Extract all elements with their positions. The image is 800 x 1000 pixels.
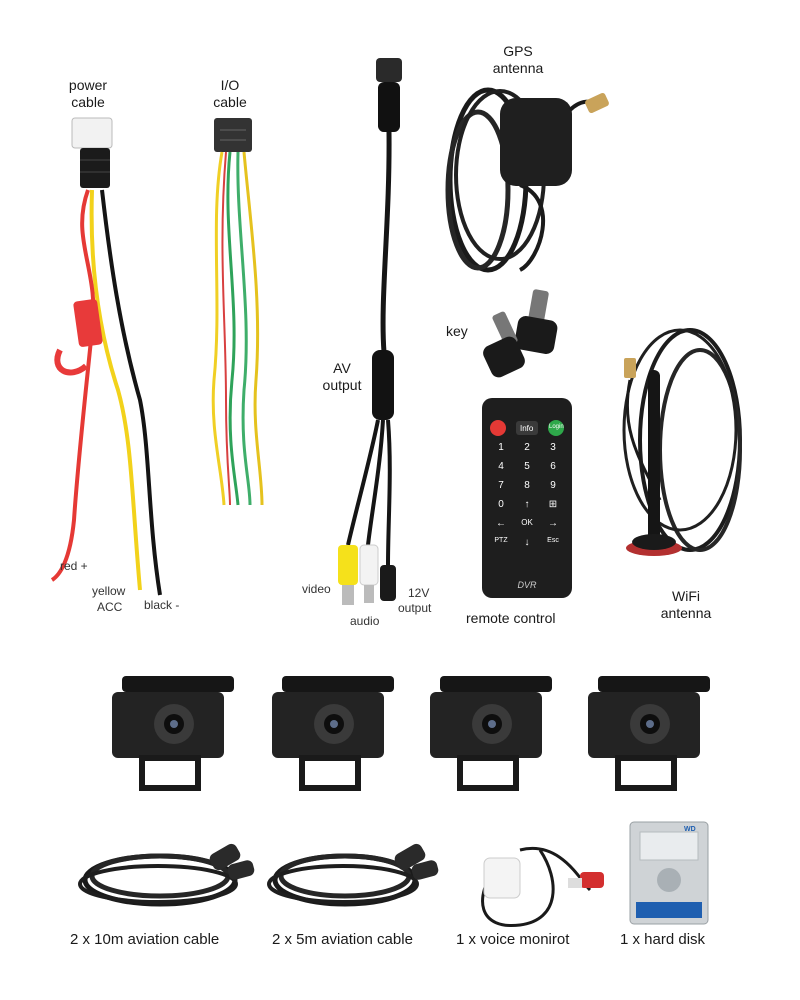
right-arrow-icon: →	[548, 518, 558, 529]
gps-antenna	[445, 87, 609, 273]
aviation-cable-5m	[267, 843, 439, 907]
remote-key-4: 4	[498, 461, 504, 472]
remote-key-0: 0	[498, 499, 504, 510]
video-label: video	[302, 582, 331, 596]
power-cable-label: power cable	[50, 77, 126, 111]
remote-info-key: Info	[520, 424, 534, 433]
io-cable-label: I/O cable	[200, 77, 260, 111]
remote-brand: DVR	[517, 580, 537, 590]
voice-monitor	[481, 846, 604, 928]
remote-control-label: remote control	[466, 610, 556, 626]
keys	[483, 289, 558, 378]
caption-10m-cable: 2 x 10m aviation cable	[70, 931, 220, 948]
wifi-antenna-text: WiFi antenna	[660, 588, 712, 621]
remote-key-2: 2	[524, 442, 530, 453]
aviation-cable-10m	[78, 843, 255, 907]
gps-antenna-label: GPS antenna	[470, 43, 566, 77]
hdd-brand: WD	[684, 826, 696, 833]
remote-key-7: 7	[498, 480, 504, 491]
power-cable	[50, 117, 162, 596]
remote-key-5: 5	[524, 461, 530, 472]
acc-wire-label: ACC	[97, 600, 123, 614]
12v-label: 12V	[408, 586, 430, 600]
av-output-cable	[338, 58, 402, 605]
black-wire-label: black -	[144, 598, 180, 612]
io-cable-text: I/O cable	[213, 77, 247, 110]
camera-2	[272, 676, 394, 791]
av-output-label: AV output	[312, 360, 372, 394]
remote-control	[482, 398, 572, 598]
remote-login-key: Login	[549, 424, 564, 430]
red-wire-label: red +	[60, 559, 88, 573]
left-arrow-icon: ←	[496, 518, 506, 529]
remote-ptz-key: PTZ	[494, 537, 508, 544]
remote-keys: Info Login 1 2 3 4 5 6 7 8 9 0 ↑ ⊞ ← OK …	[482, 398, 572, 598]
remote-esc-key: Esc	[547, 537, 559, 544]
av-output-text: AV output	[322, 360, 362, 393]
remote-digit-grid: 1 2 3 4 5 6 7 8 9 0 ↑ ⊞ ← OK → PTZ ↓ Esc	[488, 442, 566, 548]
audio-label: audio	[350, 614, 380, 628]
caption-hard-disk: 1 x hard disk	[620, 931, 706, 948]
remote-key-1: 1	[498, 442, 504, 453]
remote-ok-key: OK	[521, 518, 533, 527]
camera-3	[430, 676, 552, 791]
remote-key-8: 8	[524, 480, 530, 491]
wifi-antenna	[622, 328, 742, 556]
yellow-wire-label: yellow	[92, 584, 126, 598]
output-label: output	[398, 601, 432, 615]
remote-key-6: 6	[550, 461, 556, 472]
remote-key-9: 9	[550, 480, 556, 491]
power-cable-text: power cable	[68, 77, 108, 110]
io-cable	[211, 118, 264, 506]
camera-4	[588, 676, 710, 791]
gps-antenna-text: GPS antenna	[492, 43, 544, 76]
key-label: key	[446, 323, 468, 339]
up-arrow-icon: ↑	[524, 499, 530, 510]
down-arrow-icon: ↓	[524, 537, 530, 548]
caption-5m-cable: 2 x 5m aviation cable	[272, 931, 413, 948]
remote-key-3: 3	[550, 442, 556, 453]
camera-1	[112, 676, 234, 791]
hard-disk	[629, 821, 709, 925]
grid-icon: ⊞	[548, 499, 558, 510]
wifi-antenna-label: WiFi antenna	[646, 588, 726, 622]
caption-voice-monitor: 1 x voice monirot	[456, 931, 570, 948]
